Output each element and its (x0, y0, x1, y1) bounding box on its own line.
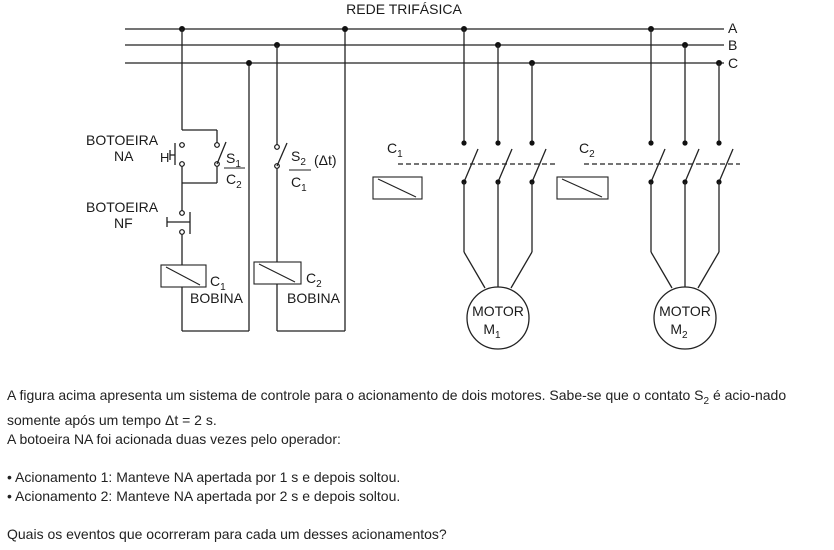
botoeira-nf-label-line1: BOTOEIRA (86, 199, 159, 215)
motor-m1-label: MOTOR (472, 303, 524, 319)
contact-s2-c1-label: S2 (Δt) C1 (289, 148, 337, 194)
motor-m2-id: M2 (670, 321, 688, 341)
control-branch-c1 (160, 26, 252, 332)
question-text: A figura acima apresenta um sistema de c… (7, 386, 831, 544)
control-circuit-diagram: REDE TRIFÁSICA A B C (86, 1, 740, 350)
phase-label-c: C (728, 55, 738, 71)
power-circuit-m2: C2 MOTOR M2 (556, 26, 740, 350)
svg-text:(Δt): (Δt) (314, 152, 337, 168)
motor-m1-symbol (466, 286, 530, 350)
motor-m2-label: MOTOR (659, 303, 711, 319)
paragraph-intro: A figura acima apresenta um sistema de c… (7, 387, 787, 428)
contactor-c1-label: C1 (387, 140, 403, 160)
paragraph-botoeira: A botoeira NA foi acionada duas vezes pe… (7, 430, 341, 447)
bullet-acionamento-1: • Acionamento 1: Manteve NA apertada por… (7, 468, 401, 485)
three-phase-bus: A B C (125, 20, 738, 71)
phase-label-a: A (728, 20, 738, 36)
coil-c1-label: C1 (210, 273, 226, 293)
phase-label-b: B (728, 37, 737, 53)
svg-text:S2: S2 (291, 148, 306, 168)
svg-text:C1: C1 (291, 174, 307, 194)
control-branch-c2 (253, 26, 348, 332)
svg-text:S1: S1 (226, 150, 241, 170)
contact-s1-c2-label: S1 C2 (224, 150, 245, 191)
contact-h-label: H (160, 150, 169, 165)
motor-m2-symbol (653, 286, 717, 350)
svg-text:C2: C2 (226, 171, 242, 191)
contactor-c2-label: C2 (579, 140, 595, 160)
coil-c2-name: BOBINA (287, 290, 341, 306)
bullet-acionamento-2: • Acionamento 2: Manteve NA apertada por… (7, 487, 401, 504)
diagram-title: REDE TRIFÁSICA (346, 1, 462, 17)
botoeira-na-label-line2: NA (114, 148, 134, 164)
coil-c1-name: BOBINA (190, 290, 244, 306)
question-line: Quais os eventos que ocorreram para cada… (7, 525, 447, 542)
motor-m1-id: M1 (483, 321, 501, 341)
botoeira-na-label-line1: BOTOEIRA (86, 132, 159, 148)
botoeira-nf-label-line2: NF (114, 215, 133, 231)
power-circuit-m1: C1 MOTOR M1 (372, 26, 556, 350)
coil-c2-label: C2 (306, 270, 322, 290)
